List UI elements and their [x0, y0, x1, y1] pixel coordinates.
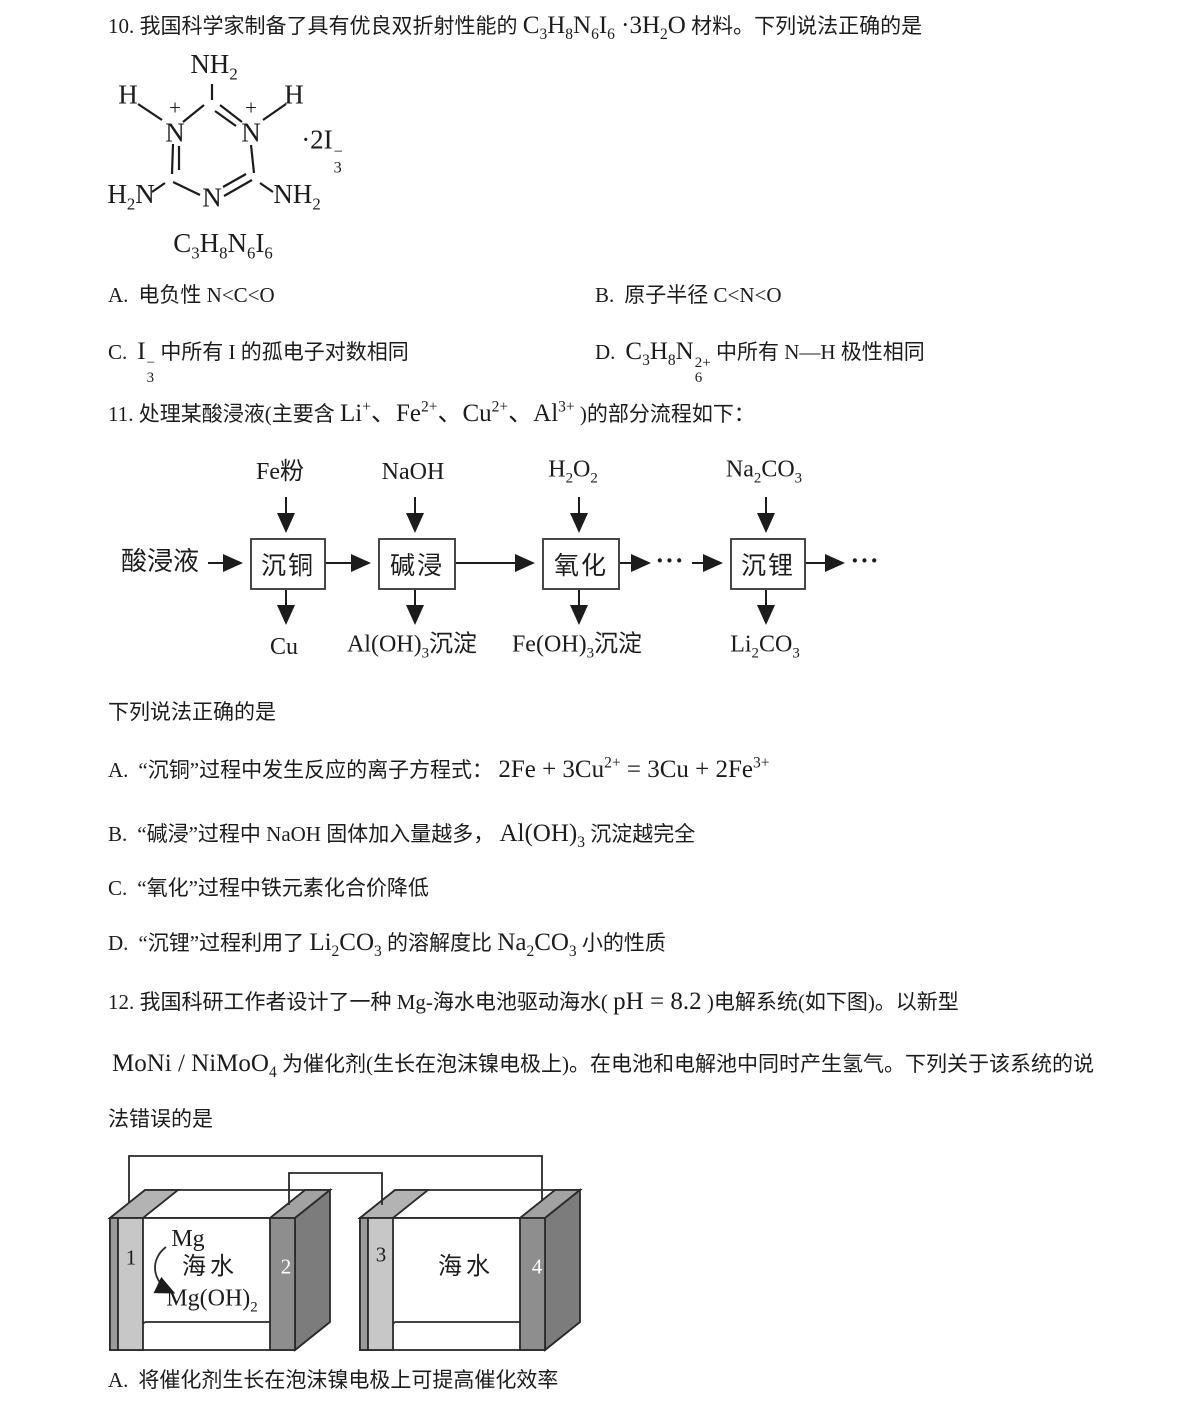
mgoh2-label: Mg(OH)2	[166, 1285, 258, 1316]
flow-box-yanghua: 氧化	[542, 538, 620, 590]
option-letter: A.	[108, 1368, 129, 1392]
q10-option-c: C. I−3 中所有 I 的孤电子对数相同	[108, 334, 409, 386]
electrolysis-cells	[107, 1155, 583, 1352]
option-text: 原子半径 C<N<O	[624, 283, 782, 307]
atom-label-h-right: H	[284, 79, 304, 110]
electrode-3-label: 3	[375, 1242, 387, 1267]
flow-box-chenli: 沉锂	[730, 538, 806, 590]
electrode-1-label: 1	[125, 1245, 137, 1270]
q10-option-a: A. 电负性 N<C<O	[108, 281, 275, 310]
option-letter: B.	[108, 822, 128, 846]
electrode-4-label: 4	[531, 1254, 543, 1279]
q11-option-d: D. “沉锂”过程利用了 Li2CO3 的溶解度比 Na2CO3 小的性质	[108, 925, 666, 963]
q11-option-a: A. “沉铜”过程中发生反应的离子方程式： 2Fe + 3Cu2+ = 3Cu +…	[108, 752, 769, 787]
q10-option-b: B. 原子半径 C<N<O	[595, 281, 782, 310]
q11-option-c: C. “氧化”过程中铁元素化合价降低	[108, 874, 429, 903]
option-text: 电负性 N<C<O	[138, 283, 275, 307]
q11-stem: 11. 处理某酸浸液(主要含 Li+、Fe2+、Cu2+、Al3+ )的部分流程…	[108, 398, 755, 427]
mg-label: Mg	[171, 1226, 205, 1252]
flow-source-label: 酸浸液	[120, 547, 200, 576]
q10-stem: 10. 我国科学家制备了具有优良双折射性能的 C3H8N6I6 ·3H2O 材料…	[108, 12, 923, 43]
option-letter: C.	[108, 340, 128, 364]
option-text: “沉铜”过程中发生反应的离子方程式： 2Fe + 3Cu2+ = 3Cu + 2…	[138, 754, 770, 783]
flow-box-chentong: 沉铜	[250, 538, 326, 590]
q11-flowchart: Fe粉 NaOH H2O2 Na2CO3 酸浸液 沉铜 碱浸 氧化 沉锂 ···…	[100, 455, 900, 670]
q12-option-a: A. 将催化剂生长在泡沫镍电极上可提高催化效率	[108, 1366, 558, 1395]
atom-label-nh2-right: NH2	[273, 178, 321, 214]
q11-option-b: B. “碱浸”过程中 NaOH 固体加入量越多， Al(OH)3 沉淀越完全	[108, 816, 695, 854]
atom-label-h2n-left: H2N	[107, 178, 155, 214]
option-letter: D.	[595, 340, 616, 364]
option-letter: C.	[108, 876, 128, 900]
atom-label-h-left: H	[118, 79, 138, 110]
option-text: “碱浸”过程中 NaOH 固体加入量越多， Al(OH)3 沉淀越完全	[137, 820, 696, 851]
flow-reagent-h2o2: H2O2	[548, 456, 598, 487]
atom-label-n-right: N	[241, 117, 261, 148]
option-text: “沉锂”过程利用了 Li2CO3 的溶解度比 Na2CO3 小的性质	[138, 929, 666, 960]
seawater-right-label: 海水	[438, 1254, 494, 1280]
structure-formula-label: C3H8N6I6	[173, 227, 273, 263]
electrode-2-label: 2	[280, 1254, 292, 1279]
option-letter: B.	[595, 283, 615, 307]
atom-label-nh2-top: NH2	[190, 48, 238, 84]
seawater-left-label: 海水	[182, 1254, 238, 1280]
atom-label-n-bottom: N	[202, 182, 222, 213]
option-text: “氧化”过程中铁元素化合价降低	[137, 876, 429, 900]
option-text: 将催化剂生长在泡沫镍电极上可提高催化效率	[138, 1368, 559, 1392]
charge-plus-left: +	[169, 95, 181, 120]
q12-stem-line1: 12. 我国科研工作者设计了一种 Mg-海水电池驱动海水( pH = 8.2 )…	[108, 988, 959, 1015]
charge-plus-right: +	[245, 95, 257, 120]
flow-product-aloh3: Al(OH)3沉淀	[346, 631, 478, 662]
option-letter: A.	[108, 283, 129, 307]
q12-stem-line2: MoNi / NiMoO4 为催化剂(生长在泡沫镍电极上)。在电池和电解池中同时…	[112, 1050, 1094, 1081]
option-text: I−3 中所有 I 的孤电子对数相同	[137, 338, 409, 386]
flow-product-feoh3: Fe(OH)3沉淀	[511, 631, 643, 662]
flow-ellipsis-mid: ···	[655, 546, 685, 575]
flow-product-cu: Cu	[269, 634, 299, 660]
q12-stem-line3: 法错误的是	[108, 1107, 213, 1131]
q12-cell-diagram: 1 2 3 4 Mg 海水 Mg(OH)2 海水	[100, 1145, 620, 1360]
flow-reagent-naoh: NaOH	[381, 459, 445, 485]
q11-prompt: 下列说法正确的是	[108, 700, 276, 724]
flow-box-jianjin: 碱浸	[378, 538, 456, 590]
atom-label-n-left: N	[165, 117, 185, 148]
flowchart-arrows	[208, 497, 845, 625]
option-letter: D.	[108, 931, 129, 955]
flow-ellipsis-end: ···	[850, 546, 880, 575]
option-letter: A.	[108, 758, 129, 782]
q10-structure-diagram: NH2 H + N + N H ·2I−3 H2N N NH2 C3H8N6I6	[90, 48, 470, 268]
flow-reagent-fe: Fe粉	[256, 459, 304, 485]
triazine-ring-bonds	[137, 84, 287, 197]
flow-product-li2co3: Li2CO3	[730, 631, 800, 662]
flow-reagent-na2co3: Na2CO3	[725, 456, 803, 487]
counter-ion-label: ·2I−3	[301, 124, 343, 177]
